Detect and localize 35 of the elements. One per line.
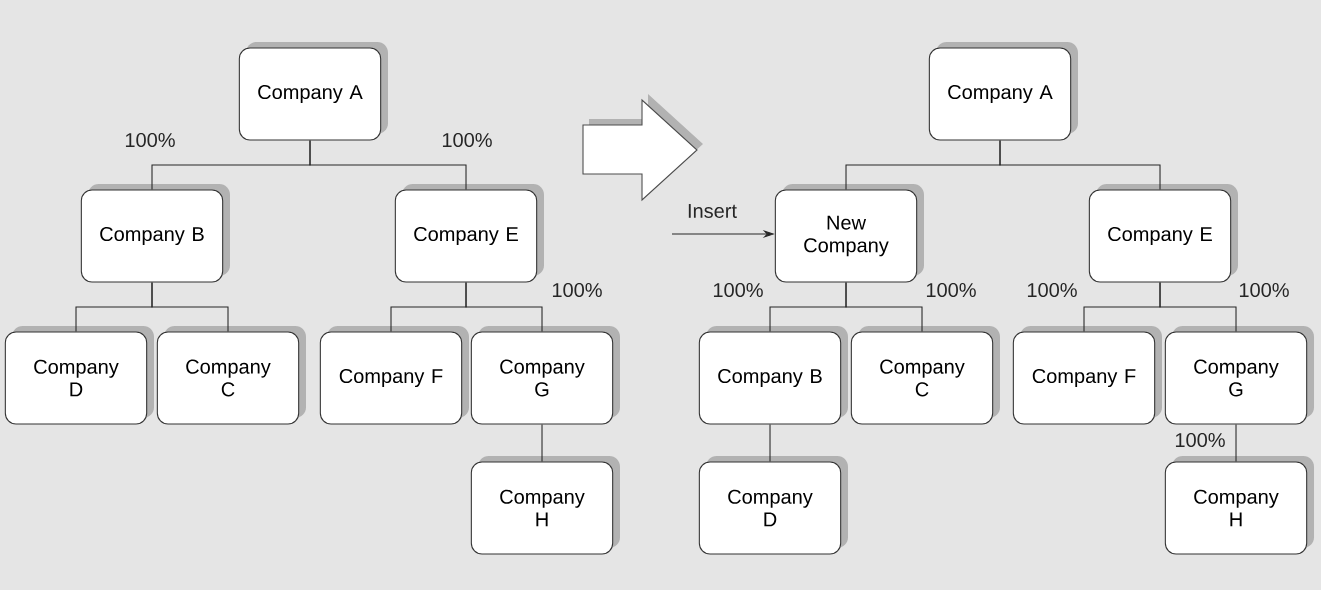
edge-label: 100% xyxy=(713,282,763,298)
company-box: Company G xyxy=(1164,326,1314,425)
connector-line xyxy=(465,282,543,332)
connector-line xyxy=(1159,282,1237,332)
connector-line xyxy=(151,282,229,332)
company-box: Company D xyxy=(4,326,154,425)
company-box: Company B xyxy=(80,184,230,283)
edge-label: 100% xyxy=(1027,282,1077,298)
connector-line xyxy=(309,140,467,190)
company-box: Company D xyxy=(698,456,848,555)
company-box: Company G xyxy=(470,326,620,425)
company-box: Company E xyxy=(394,184,544,283)
connector-line xyxy=(845,282,923,332)
company-box: New Company xyxy=(774,184,924,283)
connector-line xyxy=(999,140,1161,190)
company-box: Company F xyxy=(319,326,469,425)
company-box: Company C xyxy=(156,326,306,425)
edge-label: Insert xyxy=(688,204,737,218)
company-box: Company A xyxy=(928,42,1078,141)
company-box: Company H xyxy=(1164,456,1314,555)
company-box: Company F xyxy=(1012,326,1162,425)
connector-line xyxy=(769,424,771,462)
edge-label: 100% xyxy=(1239,282,1289,298)
company-box: Company E xyxy=(1088,184,1238,283)
edge-label: 100% xyxy=(926,282,976,298)
edge-label: 100% xyxy=(552,282,602,298)
edge-label: 100% xyxy=(442,132,492,148)
edge-label: 100% xyxy=(125,132,175,148)
edge-label: 100% xyxy=(1175,432,1225,448)
company-box: Company C xyxy=(850,326,1000,425)
connector-line xyxy=(541,424,543,462)
company-box: Company A xyxy=(238,42,388,141)
company-box: Company B xyxy=(698,326,848,425)
connector-line xyxy=(1235,424,1237,462)
company-box: Company H xyxy=(470,456,620,555)
